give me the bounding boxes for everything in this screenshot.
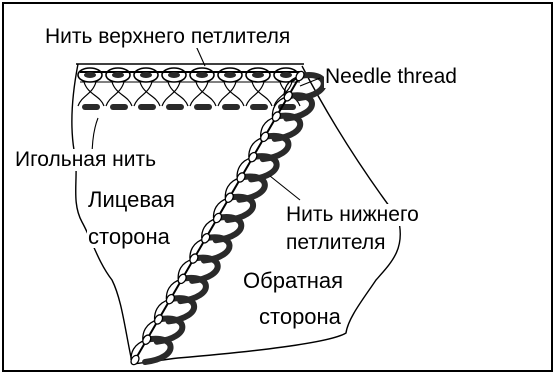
leader-lower-looper bbox=[270, 176, 300, 200]
upper-looper-loop-knot bbox=[168, 72, 180, 78]
label-needle-thread-ru: Игольная нить bbox=[14, 149, 157, 171]
upper-looper-loop-knot bbox=[224, 72, 236, 78]
needle-thread-bar bbox=[82, 104, 100, 110]
upper-looper-loop-knot bbox=[112, 72, 124, 78]
label-needle-thread-en: Needle thread bbox=[324, 66, 458, 88]
label-lower-looper-line1: Нить нижнего bbox=[285, 204, 420, 226]
upper-looper-loop-knot bbox=[84, 72, 96, 78]
leader-upper-looper bbox=[196, 46, 205, 66]
label-upper-looper-thread: Нить верхнего петлителя bbox=[44, 26, 291, 48]
upper-looper-loop-knot bbox=[252, 72, 264, 78]
needle-thread-bar bbox=[166, 104, 184, 110]
needle-thread-bar bbox=[194, 104, 212, 110]
needle-thread-bar bbox=[110, 104, 128, 110]
leader-needle-en bbox=[300, 78, 320, 86]
label-face-side-line1: Лицевая bbox=[87, 188, 176, 211]
upper-looper-loop-knot bbox=[280, 72, 292, 78]
upper-looper-loop-knot bbox=[140, 72, 152, 78]
upper-looper-loop-knot bbox=[196, 72, 208, 78]
needle-thread-bar bbox=[222, 104, 240, 110]
label-back-side-line1: Обратная bbox=[242, 269, 344, 292]
label-lower-looper-line2: петлителя bbox=[285, 232, 386, 254]
upper-stitch-band bbox=[78, 68, 300, 110]
needle-thread-bar bbox=[138, 104, 156, 110]
label-back-side-line2: сторона bbox=[258, 305, 342, 328]
needle-thread-bar bbox=[250, 104, 268, 110]
label-face-side-line2: сторона bbox=[87, 225, 171, 248]
